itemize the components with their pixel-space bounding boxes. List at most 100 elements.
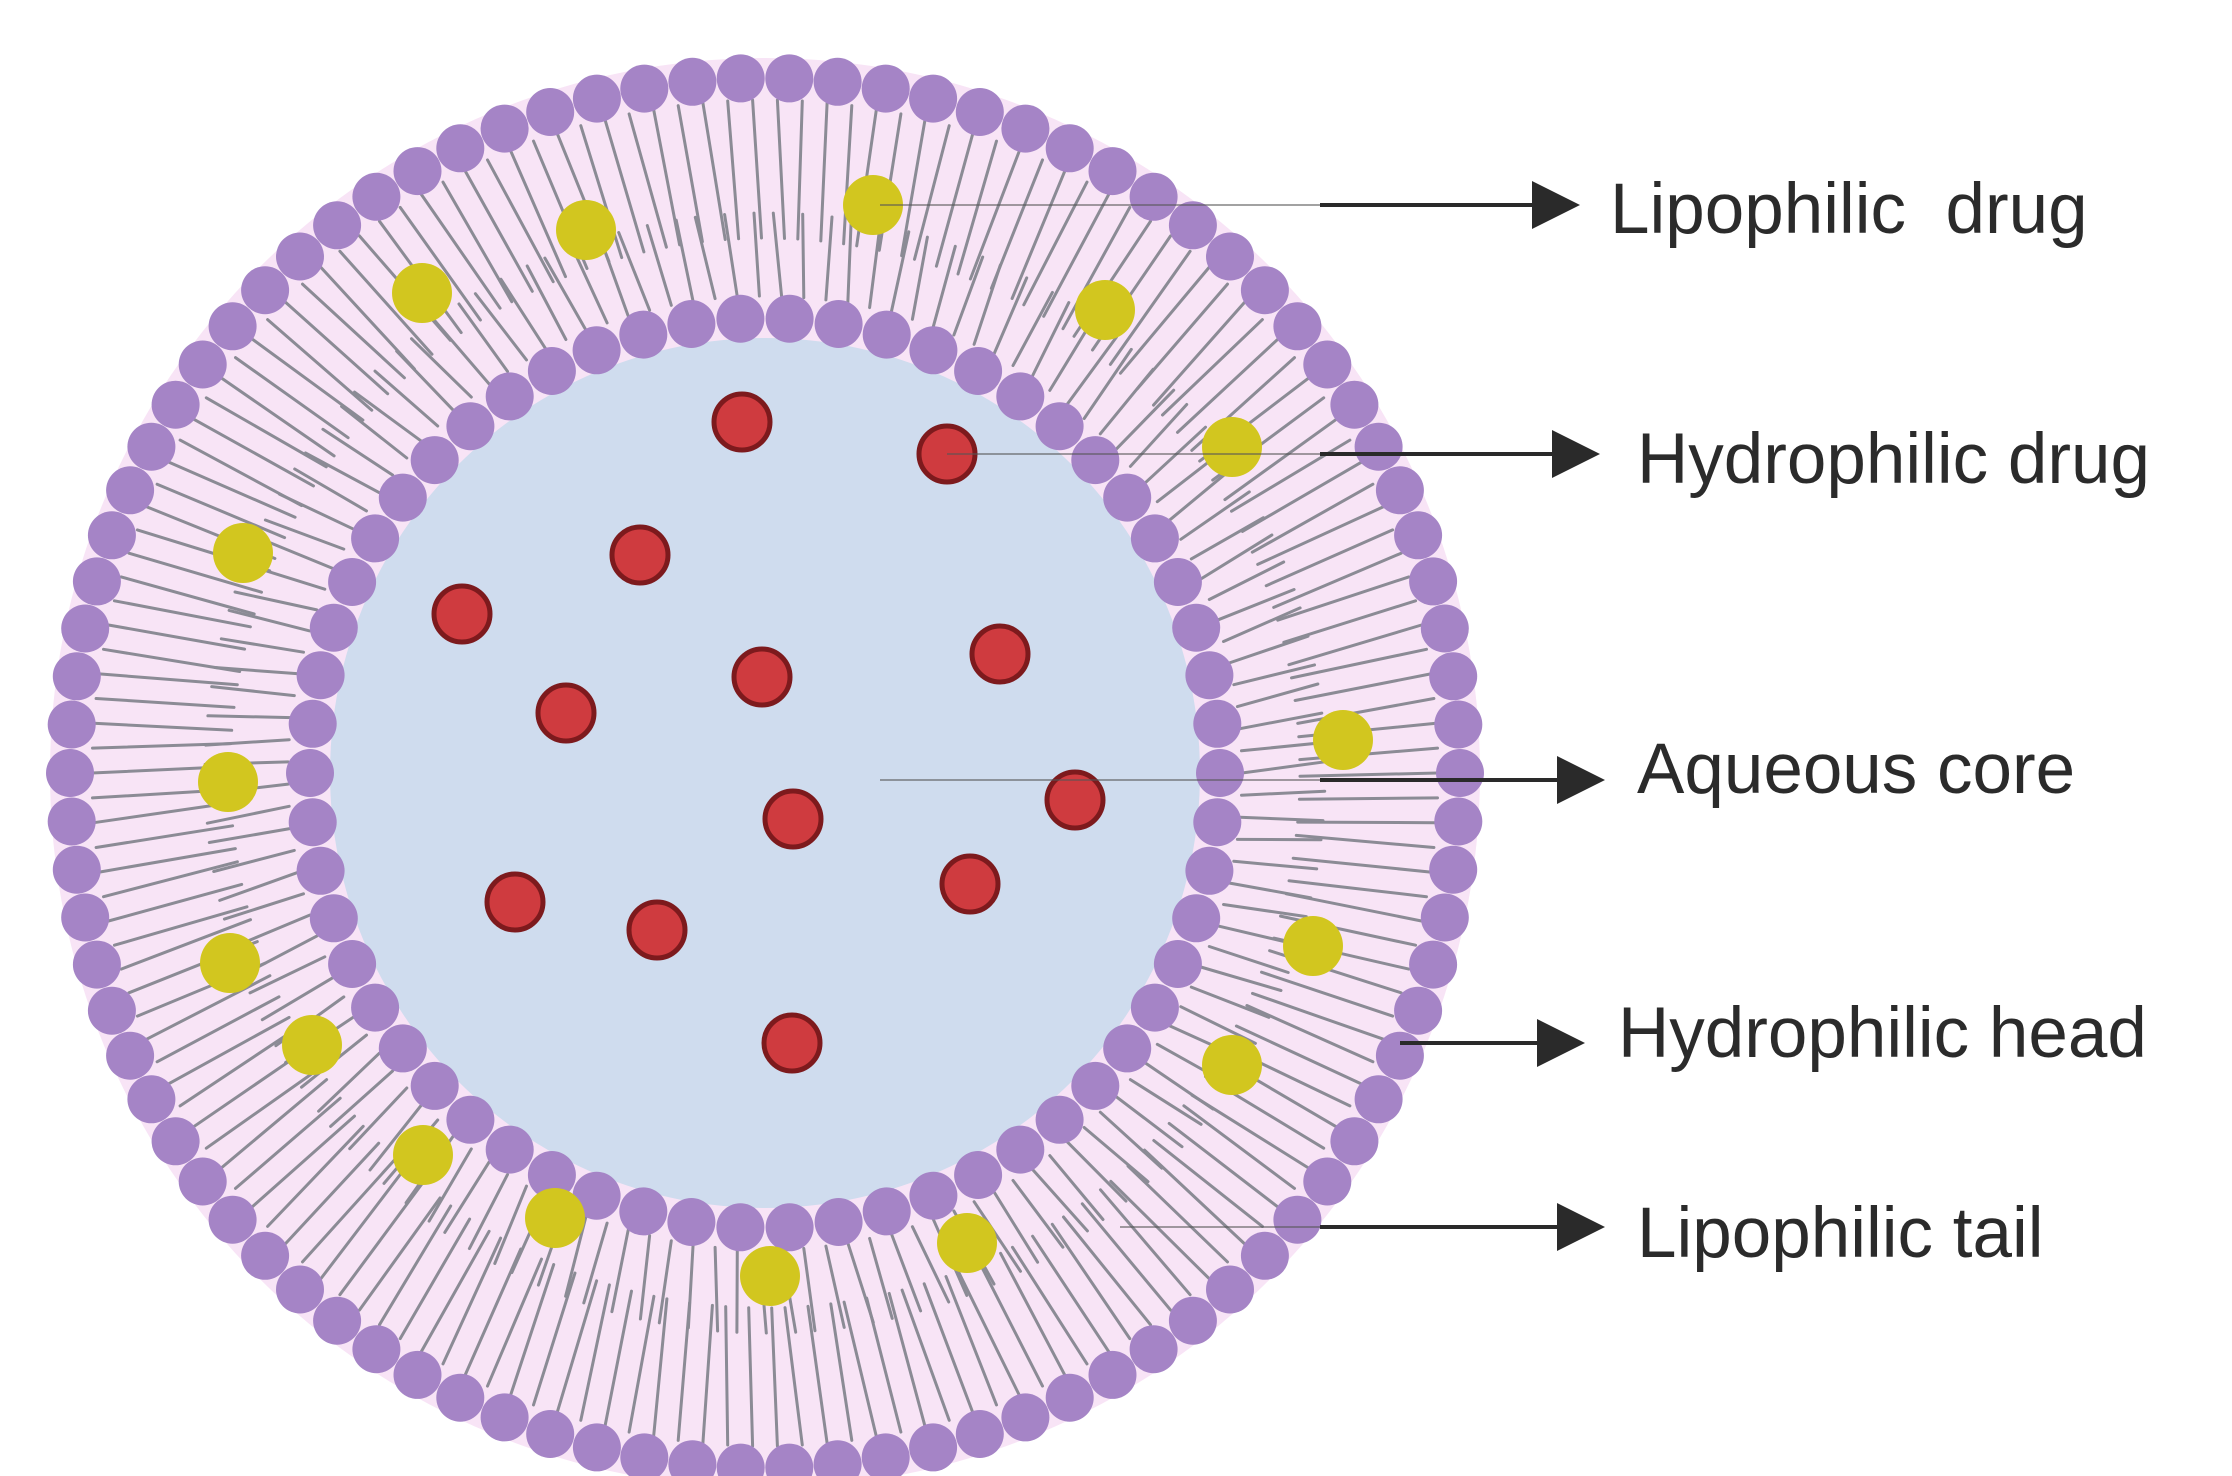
hydrophilic-head xyxy=(1045,124,1094,173)
hydrophilic-head xyxy=(1153,940,1202,988)
lipophilic-tail xyxy=(427,1147,473,1223)
lipophilic-tail xyxy=(999,1251,1067,1377)
lipophilic-tail xyxy=(842,1300,878,1439)
hydrophilic-head xyxy=(1206,232,1254,281)
lipophilic-drug xyxy=(1313,710,1373,770)
lipophilic-tail xyxy=(433,319,491,386)
lipophilic-tail xyxy=(771,211,784,298)
lipophilic-tail xyxy=(1207,945,1290,974)
hydrophilic-head xyxy=(1375,466,1424,515)
hydrophilic-head xyxy=(296,651,345,700)
lipophilic-drug xyxy=(393,1125,453,1185)
lipophilic-tail xyxy=(263,518,346,551)
hydrophilic-head xyxy=(1273,302,1322,351)
lipophilic-tail xyxy=(713,1245,720,1333)
hydrophilic-head xyxy=(87,986,136,1035)
lipophilic-tail xyxy=(944,1275,998,1407)
lipophilic-tail xyxy=(1062,1215,1152,1327)
lipophilic-tail xyxy=(97,672,239,687)
hydrophilic-head xyxy=(526,88,575,136)
lipophilic-tail xyxy=(119,918,252,971)
hydrophilic-head xyxy=(46,749,94,797)
lipophilic-tail xyxy=(222,892,305,921)
lipophilic-tail xyxy=(913,124,951,261)
lipophilic-tail xyxy=(213,666,300,676)
hydrophilic-head xyxy=(328,940,377,988)
hydrophilic-head xyxy=(1193,699,1242,748)
hydrophilic-head xyxy=(446,402,495,451)
hydrophilic-head xyxy=(313,201,362,250)
hydrophilic-head xyxy=(1103,1024,1152,1073)
lipophilic-tail xyxy=(206,714,293,720)
hydrophilic-head xyxy=(1185,846,1234,895)
lipophilic-tail xyxy=(846,218,853,305)
lipophilic-tail xyxy=(1142,1060,1215,1111)
lipophilic-tail xyxy=(1031,1234,1111,1354)
hydrophilic-drugs xyxy=(431,391,1106,1074)
lipophilic-tail xyxy=(97,847,237,874)
lipophilic-tail xyxy=(1245,1004,1375,1064)
hydrophilic-head xyxy=(1420,893,1469,942)
lipophilic-tail xyxy=(824,215,834,302)
lipophilic-tail xyxy=(868,223,882,310)
lipophilic-tail xyxy=(204,738,291,747)
lipophilic-tail xyxy=(645,224,673,307)
hydrophilic-head xyxy=(572,1171,621,1220)
lipophilic-tail xyxy=(329,1069,395,1128)
hydrophilic-head xyxy=(716,54,765,103)
lipophilic-tail xyxy=(1161,318,1264,417)
lipophilic-tail xyxy=(266,1124,365,1228)
lipophilic-tail xyxy=(283,1141,381,1246)
lipophilic-tail xyxy=(1082,1126,1150,1184)
lipophilic-tail xyxy=(992,276,1029,356)
hydrophilic-head xyxy=(1420,604,1469,653)
lipophilic-tail xyxy=(1287,879,1428,899)
hydrophilic-head xyxy=(527,347,576,395)
lipophilic-tail xyxy=(357,1196,442,1312)
lipophilic-tail xyxy=(1142,425,1207,486)
lipophilic-tail xyxy=(293,467,368,513)
lipophilic-tail xyxy=(846,1241,875,1324)
hydrophilic-head xyxy=(446,1095,495,1144)
hydrophilic-head xyxy=(72,940,121,989)
lipophilic-drug xyxy=(740,1246,800,1306)
lipophilic-tail xyxy=(1119,265,1211,375)
lipophilic-tail xyxy=(301,1157,397,1264)
lipophilic-tail xyxy=(304,451,381,495)
hydrophilic-head xyxy=(1206,1265,1254,1314)
lipophilic-tail xyxy=(603,1289,633,1429)
lipophilic-tail xyxy=(1199,533,1274,581)
hydrophilic-head xyxy=(909,74,958,123)
lipophilic-tail xyxy=(1294,833,1436,849)
lipophilic-tail xyxy=(842,104,854,246)
lipophilic-tail xyxy=(802,1246,817,1333)
lipophilic-tail xyxy=(1030,301,1071,379)
hydrophilic-head xyxy=(127,422,176,471)
lipophilic-tail xyxy=(819,101,829,243)
lipophilic-tail xyxy=(1256,505,1385,566)
lipophilic-tail xyxy=(724,1305,730,1447)
lipophilic-tail xyxy=(1222,903,1308,919)
lipophilic-tail xyxy=(972,263,1002,346)
hydrophilic-head xyxy=(1394,511,1443,560)
hydrophilic-head xyxy=(1045,1373,1094,1422)
hydrophilic-drug xyxy=(762,788,824,850)
lipophilic-tail xyxy=(1010,169,1067,300)
lipophilic-tail xyxy=(249,1114,356,1210)
hydrophilic-head xyxy=(288,699,337,748)
lipophilic-tail xyxy=(419,1229,491,1354)
hydrophilic-head xyxy=(1001,1393,1050,1442)
lipophilic-tail xyxy=(94,824,235,849)
lipophilic-tail xyxy=(910,1225,951,1304)
hydrophilic-head xyxy=(1354,422,1403,471)
lipophilic-tail xyxy=(1098,367,1155,436)
labels: Lipophilic drug Hydrophilic drug Aqueous… xyxy=(1610,170,2150,1273)
lipophilic-tail xyxy=(249,336,365,422)
lipophilic-tail xyxy=(1260,970,1395,1018)
lipophilic-tail xyxy=(1126,1164,1229,1264)
lipophilic-tail xyxy=(686,1243,695,1330)
lipophilic-tail xyxy=(638,1234,652,1321)
hydrophilic-head xyxy=(668,1440,717,1476)
lipophilic-tail xyxy=(723,213,739,299)
lipophilic-tail xyxy=(398,205,482,322)
